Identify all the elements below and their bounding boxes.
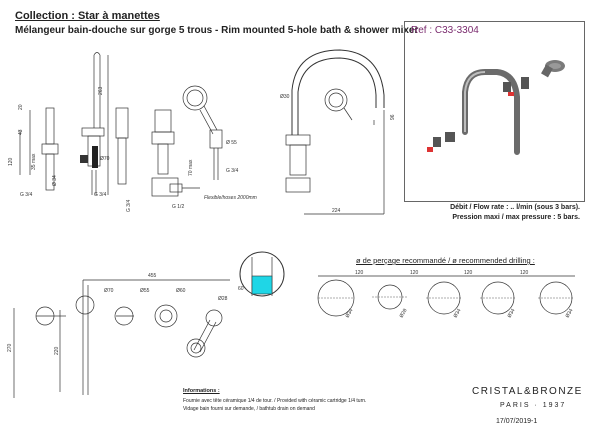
- brand-city: PARIS · 1937: [500, 402, 567, 409]
- hole-4: Ø34: [507, 308, 517, 319]
- flow-specs: Débit / Flow rate : .. l/min (sous 3 bar…: [430, 203, 580, 223]
- dim-g12: G 1/2: [172, 204, 184, 210]
- hole-1: Ø34: [345, 308, 355, 319]
- dim-270: 270: [7, 343, 13, 352]
- dim-o55: Ø 55: [226, 140, 237, 146]
- dim-o30: Ø30: [280, 94, 290, 100]
- dim-g34-b: G 3/4: [94, 192, 106, 198]
- dim-120: 120: [8, 157, 14, 166]
- hole-3: Ø34: [453, 308, 463, 319]
- hoses-note: Flexible/hoses 2000mm: [204, 195, 257, 201]
- dim-g34-d: G 3/4: [226, 168, 238, 174]
- flow-rate: Débit / Flow rate : .. l/min (sous 3 bar…: [450, 204, 580, 211]
- product-photo: [427, 60, 565, 155]
- collection-title: Collection : Star à manettes: [15, 10, 160, 22]
- reference-label: Ref : C33-3304: [411, 25, 479, 36]
- dim-20: 20: [18, 104, 24, 110]
- max-pressure: Pression maxi / max pressure : 5 bars.: [452, 214, 580, 221]
- brand-logo: CRISTAL&BRONZE: [472, 386, 583, 397]
- dim-35max: 35 max: [31, 153, 37, 170]
- drilling-title: ø de perçage recommandé / ø recommended …: [356, 256, 535, 265]
- dim-g34-a: G 3/4: [20, 192, 32, 198]
- information-line-1: Fournie avec tête céramique 1/4 de tour.…: [183, 398, 367, 404]
- dim-224: 224: [332, 208, 341, 214]
- dim-g34-c: G 3/4: [126, 200, 132, 212]
- dim-o28-top: Ø28: [218, 296, 228, 302]
- dim-o34: Ø 34: [52, 175, 58, 186]
- dim-o55-top: Ø55: [140, 288, 150, 294]
- dim-220: 220: [54, 346, 60, 355]
- dim-263: 263: [98, 86, 104, 95]
- spacing-4: 120: [520, 270, 529, 276]
- dim-o70: Ø70: [100, 156, 110, 162]
- dim-70max: 70 max: [188, 159, 194, 176]
- information-heading: Informations :: [183, 388, 220, 394]
- hole-5: Ø34: [565, 308, 575, 319]
- dim-60: 60: [238, 286, 244, 292]
- spacing-1: 120: [355, 270, 364, 276]
- information-line-2: Vidage bain fourni sur demande, / bathtu…: [183, 406, 315, 412]
- dim-96: 96: [390, 114, 396, 120]
- document-date: 17/07/2019-1: [496, 418, 538, 425]
- spacing-2: 120: [410, 270, 419, 276]
- product-reference-box: Ref : C33-3304: [404, 21, 585, 202]
- spacing-3: 120: [464, 270, 473, 276]
- dim-o70-top: Ø70: [104, 288, 114, 294]
- product-subtitle: Mélangeur bain-douche sur gorge 5 trous …: [15, 25, 419, 36]
- dim-455: 455: [148, 273, 157, 279]
- hole-2: Ø28: [399, 308, 409, 319]
- dim-43: 43: [18, 129, 24, 135]
- dim-o60-top: Ø60: [176, 288, 186, 294]
